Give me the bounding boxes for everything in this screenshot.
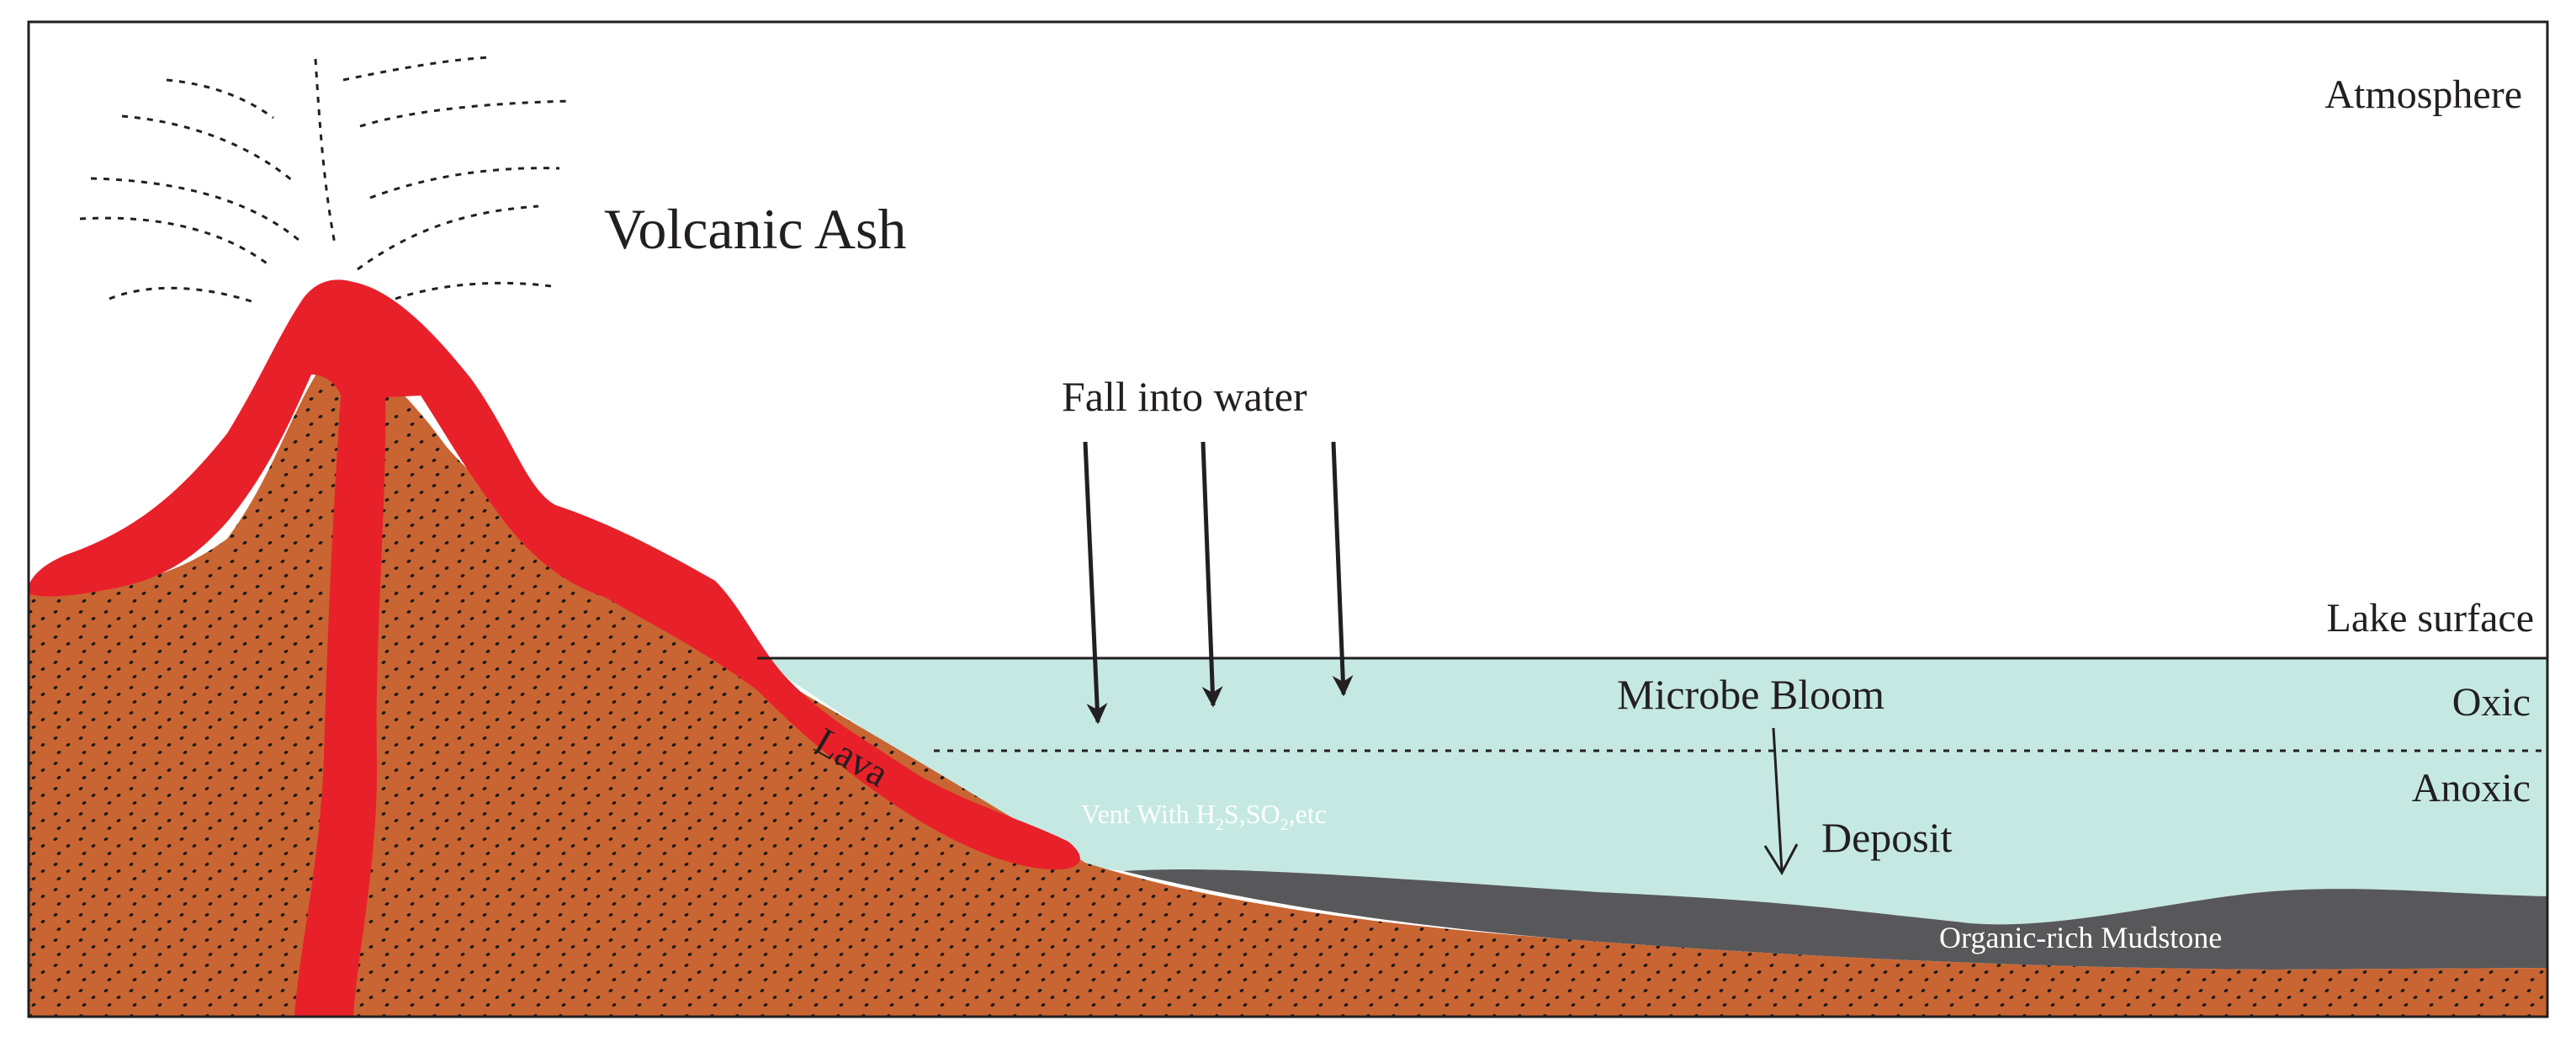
fall-arrow-middle bbox=[1201, 441, 1223, 708]
anoxic-label: Anoxic bbox=[2412, 766, 2531, 810]
atmosphere-label: Atmosphere bbox=[2324, 72, 2522, 117]
diagram-frame bbox=[27, 20, 2549, 1018]
oxic-label: Oxic bbox=[2452, 680, 2531, 725]
microbe-bloom-label: Microbe Bloom bbox=[1617, 671, 1884, 718]
volcano-ground bbox=[29, 345, 2547, 1017]
organic-rich-mudstone-layer bbox=[1123, 869, 2547, 970]
fall-arrow-right bbox=[1331, 441, 1354, 697]
lake-surface-label: Lake surface bbox=[2327, 596, 2535, 640]
volcanic-ash-plume bbox=[79, 56, 573, 305]
fall-arrow-left bbox=[1083, 441, 1108, 725]
fall-arrows bbox=[1083, 441, 1354, 725]
fall-into-water-label: Fall into water bbox=[1062, 373, 1307, 420]
deposit-label: Deposit bbox=[1821, 814, 1953, 861]
volcanic-ash-label: Volcanic Ash bbox=[604, 197, 907, 261]
vent-gases-label: Vent With H2S,SO2,etc bbox=[1081, 799, 1327, 834]
lake-water bbox=[757, 658, 2547, 925]
organic-rich-mudstone-label: Organic-rich Mudstone bbox=[1939, 921, 2222, 954]
deposit-arrow bbox=[1763, 727, 1799, 876]
